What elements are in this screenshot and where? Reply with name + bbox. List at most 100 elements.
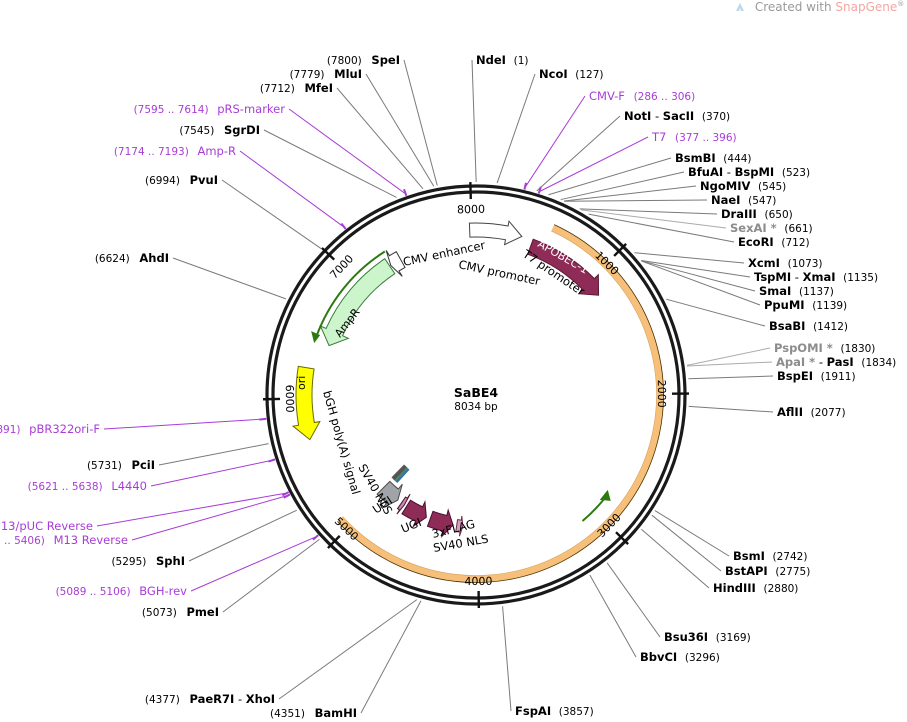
enzyme-label: (4351) BamHI (270, 706, 357, 720)
enzyme-label: ApaI * - PasI (1834) (776, 355, 896, 369)
enzyme-bbvci[interactable]: BbvCI (3296) (640, 650, 720, 664)
enzyme-pmei[interactable]: (5073) PmeI (142, 605, 219, 619)
enzyme-label: PspOMI * (1830) (774, 341, 875, 355)
enzyme-paer7i[interactable]: (4377) PaeR7I - XhoI (145, 692, 275, 706)
sv40-nls-2-arrow (396, 493, 411, 515)
primer-range: (5390 .. 5406) (0, 535, 45, 547)
enzyme-leader (560, 171, 685, 201)
enzyme-bspei[interactable]: BspEI (1911) (777, 369, 856, 383)
enzyme-noti[interactable]: NotI - SacII (370) (624, 109, 730, 123)
enzyme-sexai[interactable]: SexAI * (661) (730, 221, 813, 235)
primer-leader (539, 136, 649, 193)
primer-site-mark (283, 493, 291, 499)
cas9-band (337, 224, 664, 583)
enzyme-ncoi[interactable]: NcoI (127) (539, 67, 604, 81)
primer-prs-marker[interactable]: (7595 .. 7614) pRS-marker (134, 102, 286, 116)
enzyme-apai[interactable]: ApaI * - PasI (1834) (776, 355, 896, 369)
ring-tick-5000 (327, 535, 341, 549)
enzyme-bsmi[interactable]: BsmI (2742) (733, 549, 807, 563)
enzyme-spei[interactable]: (7800) SpeI (327, 53, 400, 67)
enzyme-position: (1412) (813, 321, 848, 333)
enzyme-pvui[interactable]: (6994) PvuI (145, 173, 218, 187)
enzyme-leader (564, 185, 697, 202)
primer-leader (190, 535, 317, 592)
ring-tick-1000 (613, 243, 627, 257)
enzyme-label: NcoI (127) (539, 67, 604, 81)
enzyme-naei[interactable]: NaeI (547) (711, 193, 776, 207)
enzyme-ecori[interactable]: EcoRI (712) (738, 235, 810, 249)
ampr-orf-line (315, 250, 386, 338)
ampr-orf-head-icon (311, 331, 321, 344)
enzyme-leader (496, 73, 536, 184)
enzyme-label: NotI - SacII (370) (624, 109, 730, 123)
primer-leader (103, 418, 265, 430)
enzyme-leader (278, 599, 418, 700)
enzyme-leader (666, 298, 766, 327)
enzyme-leader (581, 209, 727, 229)
primer-m13-reverse[interactable]: (5390 .. 5406) M13 Reverse (0, 533, 128, 547)
primer-label: (7595 .. 7614) pRS-marker (134, 102, 286, 116)
primer-label: (5089 .. 5106) BGH-rev (56, 584, 188, 598)
enzyme-leader (502, 606, 512, 712)
enzyme-fspai[interactable]: FspAI (3857) (515, 704, 594, 718)
ampr-promoter-arrow (385, 250, 406, 277)
enzyme-pspomi[interactable]: PspOMI * (1830) (774, 341, 875, 355)
primer-m13-puc-reverse[interactable]: (5403 .. 5425) M13/pUC Reverse (0, 519, 93, 533)
enzyme-bsabi[interactable]: BsaBI (1412) (769, 319, 848, 333)
enzyme-position: (370) (702, 111, 730, 123)
enzyme-ahdi[interactable]: (6624) AhdI (95, 251, 169, 265)
enzyme-name: SgrDI (224, 123, 260, 137)
enzyme-ndei[interactable]: NdeI (1) (476, 53, 528, 67)
enzyme-sgrdi[interactable]: (7545) SgrDI (179, 123, 260, 137)
primer-cmv-f[interactable]: CMV-F (286 .. 306) (589, 89, 695, 103)
enzyme-name: PmeI (187, 605, 220, 619)
primer-name: pRS-marker (217, 102, 285, 116)
primer-label: (7174 .. 7193) Amp-R (114, 144, 236, 158)
primer-label: (5403 .. 5425) M13/pUC Reverse (0, 519, 93, 533)
enzyme-position: (661) (784, 223, 812, 235)
enzyme-bamhi[interactable]: (4351) BamHI (270, 706, 357, 720)
enzyme-pcii[interactable]: (5731) PciI (87, 458, 155, 472)
primer-label: T7 (377 .. 396) (651, 130, 737, 144)
primer-pbr322ori-f[interactable]: (5872 .. 5891) pBR322ori-F (0, 422, 100, 436)
enzyme-tspmi[interactable]: TspMI - XmaI (1135) (754, 270, 878, 284)
enzyme-sphi[interactable]: (5295) SphI (111, 554, 185, 568)
primer-amp-r[interactable]: (7174 .. 7193) Amp-R (114, 144, 236, 158)
enzyme-hindiii[interactable]: HindIII (2880) (713, 581, 798, 595)
enzyme-leader (579, 208, 718, 215)
enzyme-position: (7800) (327, 55, 362, 67)
primer-name: CMV-F (589, 89, 625, 103)
enzyme-mlui[interactable]: (7779) MluI (290, 67, 362, 81)
enzyme-bfuai[interactable]: BfuAI - BspMI (523) (688, 165, 810, 179)
enzyme-draiii[interactable]: DraIII (650) (721, 207, 793, 221)
enzyme-mfei[interactable]: (7712) MfeI (260, 81, 333, 95)
primer-bgh-rev[interactable]: (5089 .. 5106) BGH-rev (56, 584, 188, 598)
enzyme-bstapi[interactable]: BstAPI (2775) (725, 564, 810, 578)
enzyme-xcmi[interactable]: XcmI (1073) (748, 256, 823, 270)
enzyme-label: Bsu36I (3169) (664, 630, 751, 644)
primer-l4440[interactable]: (5621 .. 5638) L4440 (28, 479, 147, 493)
enzyme-smai[interactable]: SmaI (1137) (759, 284, 834, 298)
enzyme-position: (1911) (821, 371, 856, 383)
enzyme-bsu36i[interactable]: Bsu36I (3169) (664, 630, 751, 644)
enzyme-leader (221, 179, 322, 250)
enzyme-label: (7545) SgrDI (179, 123, 260, 137)
enzyme-leader (588, 213, 735, 243)
enzyme-label: NgoMIV (545) (700, 179, 786, 193)
enzyme-ppumi[interactable]: PpuMI (1139) (764, 298, 847, 312)
primer-label: (5390 .. 5406) M13 Reverse (0, 533, 128, 547)
primer-t7[interactable]: T7 (377 .. 396) (651, 130, 737, 144)
enzyme-leader (641, 260, 761, 306)
enzyme-bsmbi[interactable]: BsmBI (444) (675, 151, 752, 165)
enzyme-label: (6624) AhdI (95, 251, 169, 265)
enzyme-name: BspEI (777, 369, 813, 383)
ugi-1-arrow (426, 508, 454, 539)
enzyme-name: BsaBI (769, 319, 805, 333)
bgh-polya-arrow (376, 480, 403, 509)
misc-feature-block (394, 466, 410, 484)
enzyme-leader (651, 514, 722, 572)
enzyme-ngomiv[interactable]: NgoMIV (545) (700, 179, 786, 193)
enzyme-aflii[interactable]: AflII (2077) (777, 405, 846, 419)
primer-range: (5621 .. 5638) (28, 481, 103, 493)
enzyme-label: BsmBI (444) (675, 151, 752, 165)
